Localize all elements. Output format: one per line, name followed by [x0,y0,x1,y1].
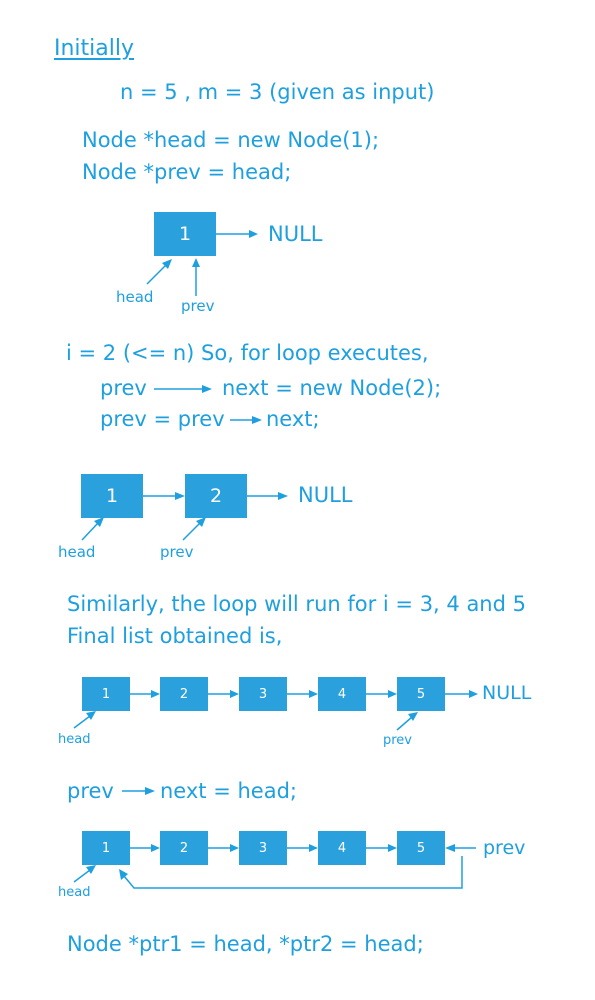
circular-code-b: next = head; [160,779,297,803]
d2-prev-pointer-arrow [182,517,206,541]
d3-arrow-to-null [445,690,478,698]
loop-code-2b: next; [266,407,320,431]
code-line-prev: Node *prev = head; [82,160,292,184]
d3-node-1: 1 [82,677,130,711]
d4-arrow-1-2 [130,844,160,852]
loop-code-1b: next = new Node(2); [222,376,442,400]
heading-initially: Initially [54,36,135,61]
d1-prev-pointer-arrow [192,258,200,296]
d3-head-pointer-arrow [73,711,96,729]
similar-line-1: Similarly, the loop will run for i = 3, … [67,592,526,616]
loop-code-1a: prev [100,376,147,400]
d4-node-5: 5 [397,831,445,865]
d3-head-label: head [58,732,91,747]
d3-arrow-3-4 [287,690,318,698]
d4-node-4: 4 [318,831,366,865]
d4-node-2: 2 [160,831,208,865]
d1-arrow-to-null [216,230,258,238]
d3-node-5: 5 [397,677,445,711]
d4-node-3: 3 [239,831,287,865]
circular-code-arrow [122,787,155,795]
loop-code-1-arrow [154,385,212,393]
d2-head-label: head [58,543,96,561]
d3-arrow-4-5 [366,690,397,698]
d1-null-label: NULL [268,222,323,246]
d2-arrow-1-2 [143,492,185,500]
d4-node-1: 1 [82,831,130,865]
d4-head-label: head [58,885,91,900]
d2-node-1: 1 [81,474,143,518]
d2-prev-label: prev [160,543,194,561]
d4-head-pointer-arrow [73,865,96,883]
loop-code-2-arrow [230,416,262,424]
d4-prev-pointer-arrow [445,844,476,852]
d1-head-pointer-arrow [146,259,172,285]
d3-arrow-1-2 [130,690,160,698]
loop-line: i = 2 (<= n) So, for loop executes, [66,341,429,365]
d4-circular-link-arrow [119,856,463,889]
final-code: Node *ptr1 = head, *ptr2 = head; [67,932,424,956]
d3-prev-label: prev [383,733,413,748]
d1-node-1: 1 [154,212,216,256]
d3-node-3: 3 [239,677,287,711]
d1-head-label: head [116,288,154,306]
d2-head-pointer-arrow [81,517,104,541]
code-line-head: Node *head = new Node(1); [82,128,380,152]
input-line: n = 5 , m = 3 (given as input) [120,80,435,104]
d3-node-4: 4 [318,677,366,711]
similar-line-2: Final list obtained is, [67,624,283,648]
d3-null-label: NULL [482,682,532,704]
d1-prev-label: prev [181,297,215,315]
d2-node-2: 2 [185,474,247,518]
d2-null-label: NULL [298,483,353,507]
d4-arrow-2-3 [208,844,239,852]
d2-arrow-to-null [247,492,288,500]
d3-prev-pointer-arrow [396,712,418,731]
d3-arrow-2-3 [208,690,239,698]
loop-code-2a: prev = prev [100,407,225,431]
d3-node-2: 2 [160,677,208,711]
d4-prev-label: prev [483,837,526,859]
d4-arrow-4-5 [366,844,397,852]
d4-arrow-3-4 [287,844,318,852]
circular-code-a: prev [67,779,114,803]
